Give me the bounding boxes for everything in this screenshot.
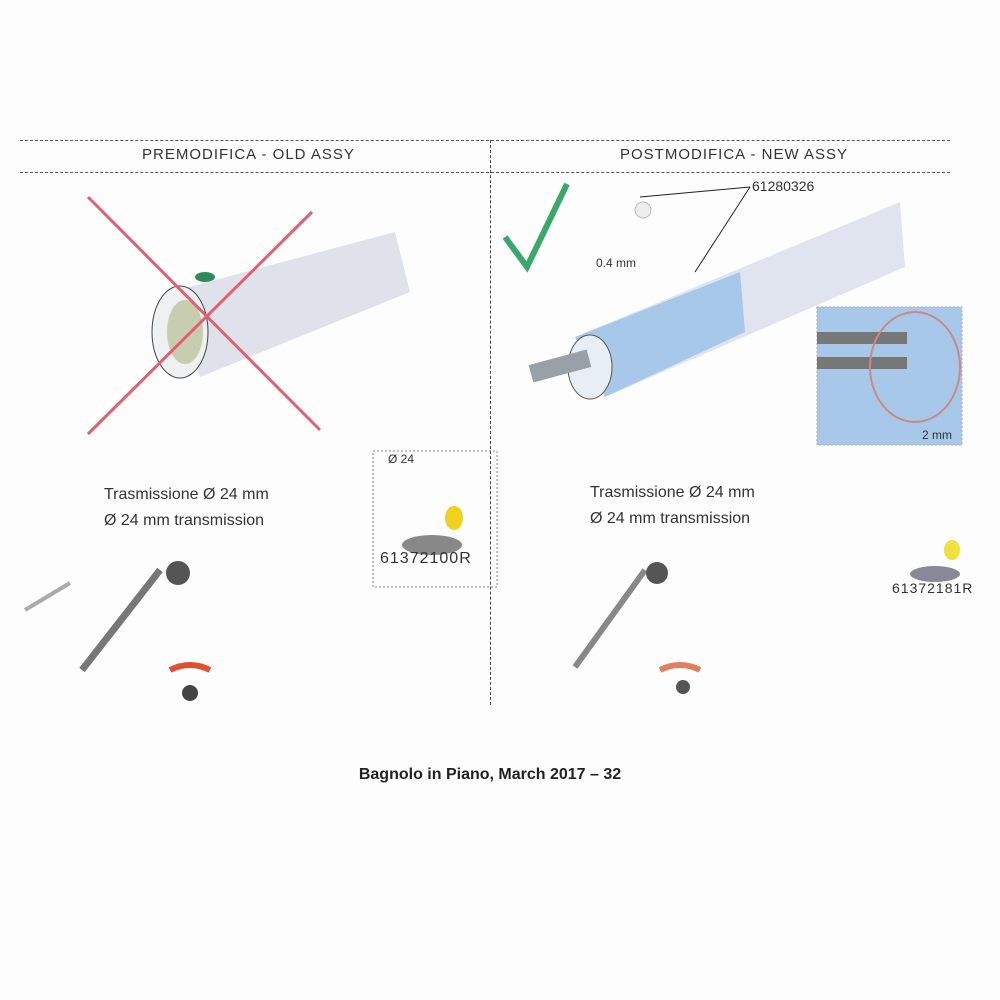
check-icon	[502, 182, 570, 273]
old-tube-illustration	[86, 195, 410, 436]
header-divider	[20, 172, 950, 173]
old-part-detail	[372, 450, 498, 588]
detail-label: 2 mm	[922, 428, 952, 442]
new-caption: Trasmissione Ø 24 mm Ø 24 mm transmissio…	[590, 480, 755, 532]
cross-icon	[86, 195, 322, 432]
new-caption-it: Trasmissione Ø 24 mm	[590, 484, 755, 501]
old-part-code: 61372100R	[380, 550, 472, 567]
old-assy-header: PREMODIFICA - OLD ASSY	[142, 146, 355, 163]
dim-label: Ø 24	[388, 452, 415, 466]
new-caption-en: Ø 24 mm transmission	[590, 510, 751, 527]
old-caption-it: Trasmissione Ø 24 mm	[104, 486, 269, 503]
table-top-border	[20, 140, 950, 141]
old-exploded-parts	[23, 561, 212, 701]
new-exploded-parts	[572, 562, 702, 694]
new-part-detail	[910, 540, 960, 582]
old-caption-en: Ø 24 mm transmission	[104, 512, 265, 529]
new-tube-illustration	[502, 182, 963, 446]
column-divider	[490, 140, 491, 705]
old-caption: Trasmissione Ø 24 mm Ø 24 mm transmissio…	[104, 482, 269, 534]
footer-text: Bagnolo in Piano, March 2017 – 32	[358, 766, 622, 783]
new-assy-header: POSTMODIFICA - NEW ASSY	[620, 146, 849, 163]
gap-label: 0.4 mm	[596, 256, 637, 270]
new-part-code: 61372181R	[892, 580, 974, 596]
part-ref-label: 61280326	[752, 178, 815, 194]
